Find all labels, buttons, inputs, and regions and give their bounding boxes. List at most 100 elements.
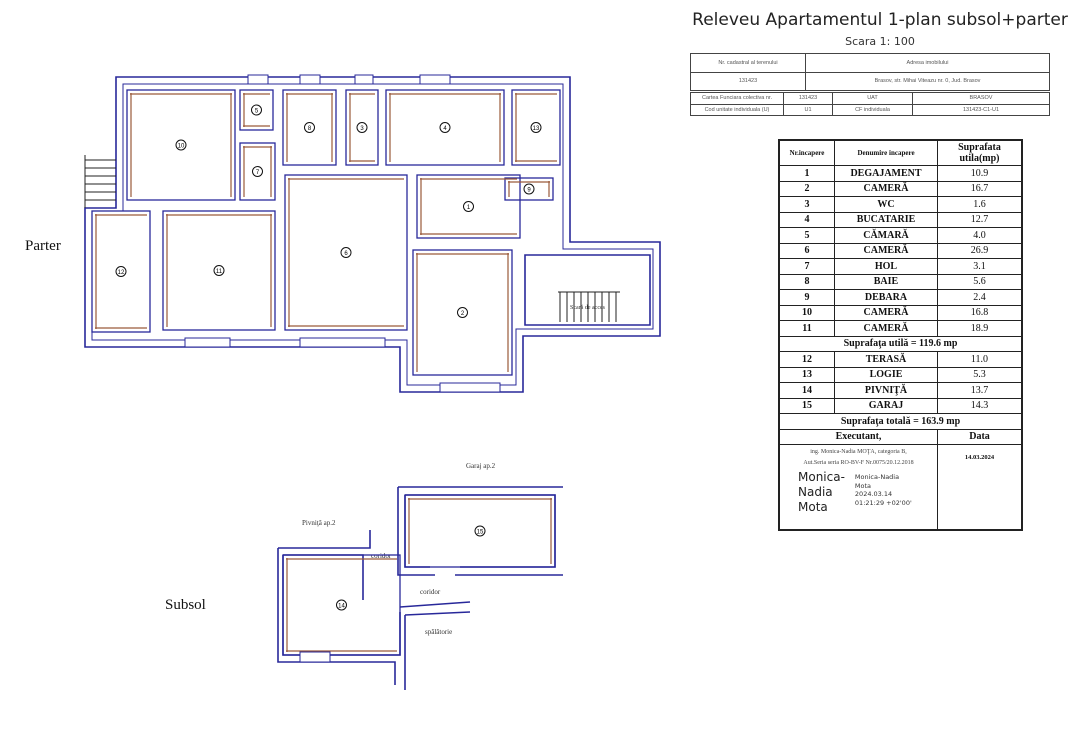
room-area: 10.9 bbox=[937, 165, 1023, 182]
room-outline bbox=[345, 89, 379, 166]
room-number-label: 2 bbox=[461, 311, 465, 317]
room-number-label: 15 bbox=[477, 530, 484, 536]
room-number-marker bbox=[251, 104, 262, 116]
room-name: TERASĂ bbox=[834, 351, 938, 368]
parter-outer-wall bbox=[84, 76, 661, 393]
uat-label: UAT bbox=[832, 92, 913, 105]
room-number: 8 bbox=[778, 273, 835, 290]
room-number-marker bbox=[340, 247, 352, 258]
room-number: 12 bbox=[778, 351, 835, 368]
scale-label: Scara 1: 100 bbox=[845, 35, 915, 48]
pivnita-label: Pivniţă ap.2 bbox=[302, 519, 336, 527]
room-number-label: 12 bbox=[118, 270, 125, 276]
room-outline bbox=[284, 174, 408, 331]
room-outline bbox=[511, 89, 561, 166]
room-name: BAIE bbox=[834, 273, 938, 290]
room-number-label: 13 bbox=[533, 126, 540, 132]
room-outline bbox=[282, 554, 401, 656]
parter-label: Parter bbox=[25, 238, 61, 254]
cadastral-label: Nr. cadastral al terenului bbox=[690, 53, 806, 73]
room-outline bbox=[404, 494, 556, 568]
room-number: 7 bbox=[778, 258, 835, 275]
subsol-label: Subsol bbox=[165, 597, 206, 613]
room-number-marker bbox=[439, 122, 451, 133]
room-number-marker bbox=[213, 265, 225, 276]
room-number-label: 11 bbox=[216, 269, 223, 275]
room-number-marker bbox=[175, 139, 187, 151]
room-number-label: 4 bbox=[443, 126, 447, 132]
unit-value: U1 bbox=[783, 103, 833, 116]
spalatorie-label: spălătorie bbox=[425, 628, 453, 636]
cf-ind-value: 131423-C1-U1 bbox=[912, 103, 1050, 116]
room-name: HOL bbox=[834, 258, 938, 275]
room-number: 10 bbox=[778, 304, 835, 321]
room-name: DEBARA bbox=[834, 289, 938, 306]
garaj-label: Garaj ap.2 bbox=[466, 462, 496, 470]
room-number-marker bbox=[463, 201, 474, 212]
room-number-marker bbox=[474, 525, 486, 537]
room-outline bbox=[416, 174, 521, 239]
room-number-label: 7 bbox=[256, 170, 260, 176]
room-name: CĂMARĂ bbox=[834, 227, 938, 244]
unit-label: Cod unitate individuala (U) bbox=[690, 103, 784, 116]
executant-cell: ing. Monica-Nadia MOŢA, categoria B, Aut… bbox=[778, 444, 938, 531]
signature-name: Monica- Nadia Mota bbox=[798, 470, 845, 514]
room-outline bbox=[162, 210, 276, 331]
room-outline bbox=[385, 89, 505, 166]
room-area: 4.0 bbox=[937, 227, 1023, 244]
subsol-corridor-wall bbox=[399, 601, 471, 690]
col-header-nr: Nr.incapere bbox=[778, 139, 835, 166]
document-title: Releveu Apartamentul 1-plan subsol+parte… bbox=[692, 10, 1068, 30]
room-number-marker bbox=[530, 122, 542, 133]
cadastral-value: 131423 bbox=[690, 71, 806, 91]
room-number: 15 bbox=[778, 397, 835, 414]
executant-line-2: Aut.Seria seria RO-BV-F Nr.0075/20.12.20… bbox=[803, 460, 914, 466]
room-outline bbox=[504, 177, 554, 201]
room-name: CAMERĂ bbox=[834, 320, 938, 337]
room-number-label: 3 bbox=[360, 126, 364, 132]
coridor-label-1: coridor bbox=[371, 552, 392, 560]
room-number-marker bbox=[304, 122, 315, 133]
room-outline bbox=[412, 249, 513, 376]
stair-box bbox=[524, 254, 651, 326]
room-outline bbox=[282, 89, 337, 166]
col-header-name: Denumire incapere bbox=[834, 139, 938, 166]
address-value: Brasov, str. Mihai Viteazu nr. 0, Jud. B… bbox=[805, 71, 1050, 91]
room-name: CAMERĂ bbox=[834, 304, 938, 321]
room-name: PIVNIŢĂ bbox=[834, 382, 938, 399]
executant-line-1: ing. Monica-Nadia MOŢA, categoria B, bbox=[810, 449, 907, 455]
room-outline bbox=[239, 142, 276, 201]
room-outline bbox=[239, 89, 274, 131]
date-value: 14.03.2024 bbox=[937, 444, 1023, 531]
room-number-label: 10 bbox=[178, 144, 185, 150]
room-name: BUCATARIE bbox=[834, 211, 938, 228]
col-header-area: Suprafata utila(mp) bbox=[937, 139, 1023, 166]
room-area: 12.7 bbox=[937, 211, 1023, 228]
room-number-label: 5 bbox=[255, 109, 259, 115]
cf-ind-label: CF individuala bbox=[832, 103, 913, 116]
useful-total: Suprafaţa utilă = 119.6 mp bbox=[778, 335, 1023, 352]
room-outline bbox=[126, 89, 236, 201]
room-number: 11 bbox=[778, 320, 835, 337]
room-name: WC bbox=[834, 196, 938, 213]
room-number: 3 bbox=[778, 196, 835, 213]
room-area: 26.9 bbox=[937, 242, 1023, 259]
coridor-label-2: coridor bbox=[420, 588, 441, 596]
room-number-label: 1 bbox=[467, 205, 471, 211]
room-name: CAMERĂ bbox=[834, 242, 938, 259]
room-area: 16.7 bbox=[937, 180, 1023, 197]
room-number-label: 6 bbox=[344, 251, 348, 257]
